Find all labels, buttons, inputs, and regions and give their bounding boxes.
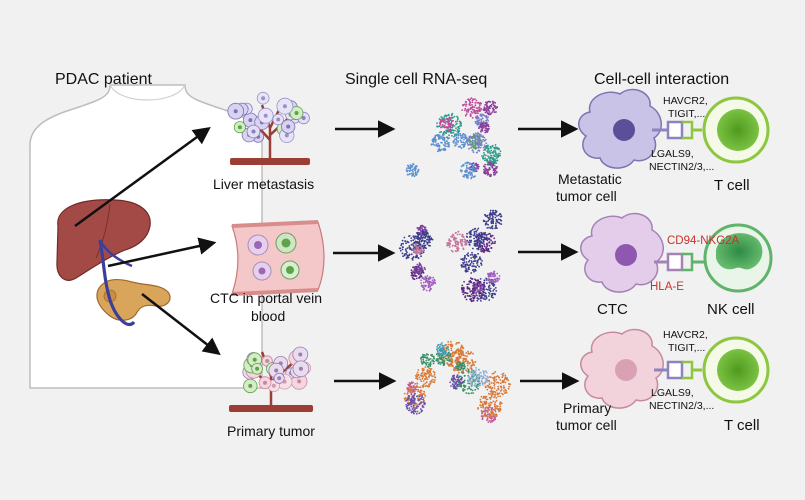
label-metastatic-line2: tumor cell: [556, 188, 617, 204]
arrow-to-liver: [74, 126, 211, 228]
row1-receptor-line1: HAVCR2,: [663, 95, 708, 107]
primary-tumor-sample: [229, 346, 313, 412]
row3-receptor-line2: TIGIT,...: [668, 342, 705, 354]
liver-metastasis-sample: [227, 91, 310, 165]
row3-ligand-line2: NECTIN2/3,...: [649, 400, 714, 412]
t-cell-1: [702, 96, 770, 164]
primary-tumor-cell: [580, 328, 664, 409]
label-ctc-line2: blood: [251, 308, 285, 324]
header-patient: PDAC patient: [55, 71, 152, 88]
nk-cell: [703, 223, 773, 293]
arrow-to-primary: [141, 293, 221, 356]
label-liver-metastasis: Liver metastasis: [213, 176, 314, 192]
row1-receptor-line2: TIGIT,...: [668, 108, 705, 120]
label-ctc-cell: CTC: [597, 301, 628, 318]
row2-receptor: CD94-NKG2A: [667, 235, 740, 247]
row3-ligand-line1: LGALS9,: [651, 387, 694, 399]
label-nk-cell: NK cell: [707, 301, 755, 318]
t-cell-2: [702, 336, 770, 404]
header-interaction: Cell-cell interaction: [594, 71, 729, 88]
ctc-cell: [580, 212, 664, 293]
label-metastatic-line1: Metastatic: [558, 171, 622, 187]
label-primary-line2: tumor cell: [556, 417, 617, 433]
ctc-vessel-sample: [231, 220, 325, 296]
label-primary-tumor: Primary tumor: [227, 423, 315, 439]
label-t-cell-2: T cell: [724, 417, 760, 434]
row1-ligand-line1: LGALS9,: [651, 148, 694, 160]
row1-ligand-line2: NECTIN2/3,...: [649, 161, 714, 173]
portal-vein: [98, 239, 136, 327]
row2-ligand: HLA-E: [650, 281, 684, 293]
tsne-plot-liver: [405, 97, 502, 180]
row3-receptor-line1: HAVCR2,: [663, 329, 708, 341]
header-rnaseq: Single cell RNA-seq: [345, 71, 487, 88]
label-t-cell-1: T cell: [714, 177, 750, 194]
interaction-link-3: [654, 360, 702, 380]
interaction-link-1: [652, 120, 702, 140]
liver-organ: [56, 199, 151, 281]
metastatic-tumor-cell: [578, 88, 662, 169]
tsne-plot-ctc: [398, 209, 503, 303]
label-primary-line1: Primary: [563, 400, 611, 416]
tsne-plot-primary: [403, 340, 512, 424]
arrow-to-ctc: [107, 237, 217, 268]
label-ctc-line1: CTC in portal vein: [210, 290, 322, 306]
interaction-link-2: [654, 252, 704, 272]
